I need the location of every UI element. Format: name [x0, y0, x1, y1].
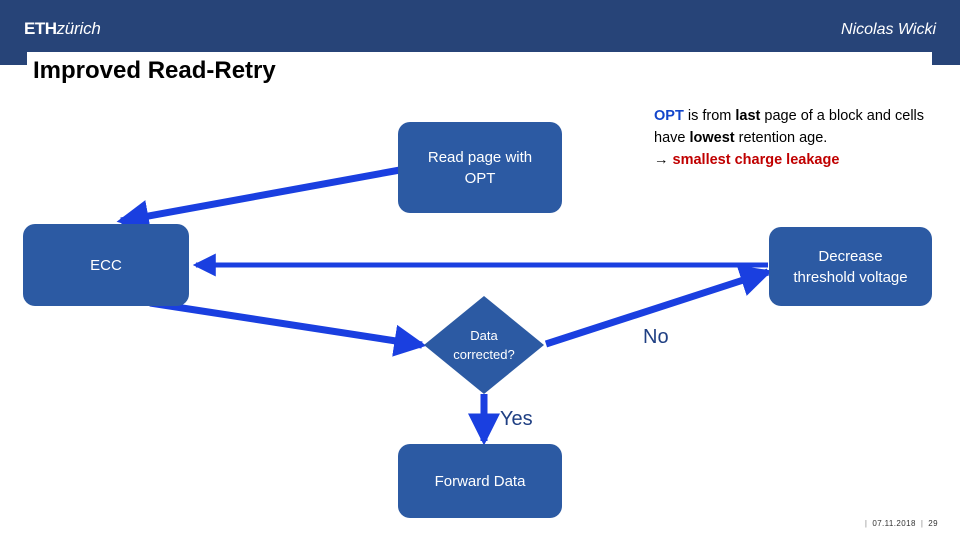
callout-bold-lowest: lowest: [689, 130, 735, 146]
eth-logo-city: zürich: [56, 19, 101, 38]
page-title: Improved Read-Retry: [33, 57, 276, 84]
footer-sep-2: |: [920, 519, 924, 528]
header-bar: [0, 0, 960, 52]
eth-logo-mark: ETH: [24, 19, 57, 38]
edge-read-to-ecc: [116, 166, 401, 232]
edge-decision-to-decrease: [544, 265, 773, 348]
callout-conclusion: smallest charge leakage: [672, 152, 840, 168]
callout-line2-end: retention age.: [734, 130, 828, 146]
edge-ecc-to-decision: [149, 299, 427, 357]
header-notch-left: [0, 52, 27, 65]
flow-node-ecc[interactable]: ECC: [23, 224, 189, 306]
callout-bold-last: last: [735, 108, 761, 124]
flow-node-data-corrected[interactable]: Data corrected?: [424, 296, 544, 394]
callout-line1-end: page of a block and cells have: [654, 108, 925, 146]
branch-label-no: No: [643, 326, 669, 348]
opt-callout-text: OPT is from last page of a block and cel…: [654, 105, 944, 171]
callout-opt-term: OPT: [654, 108, 684, 124]
slide-footer: | 07.11.2018 | 29: [860, 518, 938, 530]
presenter-name: Nicolas Wicki: [841, 21, 936, 38]
flow-node-decrease-threshold-voltage[interactable]: Decrease threshold voltage: [769, 227, 932, 306]
header-notch-right: [932, 52, 960, 65]
callout-arrow-glyph: →: [654, 152, 669, 168]
footer-sep-1: |: [864, 519, 868, 528]
flow-node-forward-data[interactable]: Forward Data: [398, 444, 562, 518]
footer-date: 07.11.2018: [872, 519, 916, 528]
diamond-label: Data corrected?: [453, 328, 515, 362]
footer-page-number: 29: [928, 519, 938, 528]
flow-node-read-page-with-opt[interactable]: Read page with OPT: [398, 122, 562, 213]
callout-line1-mid: is from: [683, 108, 736, 124]
branch-label-yes: Yes: [500, 408, 533, 430]
eth-zurich-logo: ETHzürich: [24, 19, 101, 39]
